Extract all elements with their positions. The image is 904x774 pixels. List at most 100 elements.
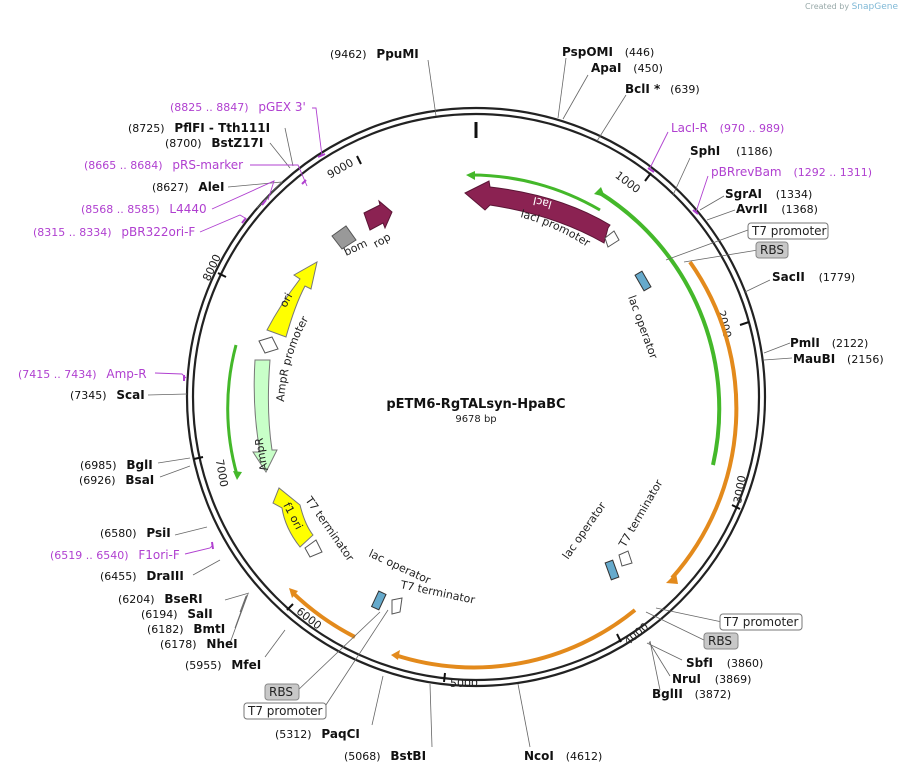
enzyme-bsai[interactable]: (6926) BsaI	[79, 473, 154, 487]
primer-pbr322ori-f[interactable]: (8315 .. 8334) pBR322ori-F	[33, 225, 195, 239]
enzyme-bseri[interactable]: (6204) BseRI	[118, 592, 203, 606]
feature-boxes: T7 promoter RBS T7 promoter RBS RBS T7 p…	[243, 222, 829, 720]
primer-prs-marker[interactable]: (8665 .. 8684) pRS-marker	[84, 158, 243, 172]
box-t7-promoter-3[interactable]	[243, 702, 327, 720]
feature-f1-ori[interactable]	[272, 487, 314, 548]
enzyme-alei[interactable]: (8627) AleI	[152, 180, 224, 194]
enzyme-sgrai[interactable]: SgrAI (1334)	[725, 187, 812, 201]
enzyme-ncoi[interactable]: NcoI (4612)	[524, 749, 602, 763]
box-t7-promoter-1[interactable]	[747, 222, 829, 240]
arc-green-2-head	[466, 171, 475, 180]
enzyme-sphi[interactable]: SphI (1186)	[690, 144, 773, 158]
arc-green-2	[469, 173, 601, 212]
enzyme-maubi[interactable]: MauBI (2156)	[793, 352, 884, 366]
tick-label-8000: 8000	[200, 252, 224, 283]
primer-pbrrevbam[interactable]: pBRrevBam (1292 .. 1311)	[711, 165, 872, 179]
feature-lac-operator-1-label: lac operator	[625, 294, 660, 362]
feature-lac-operator-3-label: lac operator	[367, 547, 433, 587]
enzyme-bstbi[interactable]: (5068) BstBI	[344, 749, 426, 763]
feature-t7-terminator-1[interactable]	[304, 539, 323, 558]
arc-green-1-head	[594, 187, 605, 197]
primer-labels: (8825 .. 8847) pGEX 3' (8665 .. 8684) pR…	[18, 100, 872, 562]
feature-lac-operator-3[interactable]	[370, 590, 387, 611]
enzyme-paqci[interactable]: (5312) PaqCI	[275, 727, 360, 741]
enzyme-nrui[interactable]: NruI (3869)	[672, 672, 751, 686]
primer-leaders	[154, 107, 709, 555]
feature-lac-operator-2[interactable]	[604, 559, 620, 581]
primer-pgex3[interactable]: (8825 .. 8847) pGEX 3'	[170, 100, 306, 114]
tick-label-9000: 9000	[325, 156, 356, 181]
credit-brand: SnapGene	[851, 2, 898, 12]
tick-label-4000: 4000	[622, 620, 652, 648]
primer-l4440[interactable]: (8568 .. 8585) L4440	[81, 202, 207, 216]
feature-t7-terminator-2-label: T7 terminator	[398, 578, 476, 607]
box-t7-promoter-2-label: T7 promoter	[723, 615, 799, 629]
enzyme-nhei[interactable]: (6178) NheI	[160, 637, 238, 651]
feature-lac-operator-1[interactable]	[634, 270, 652, 292]
tick-label-1000: 1000	[613, 169, 643, 196]
enzyme-draiii[interactable]: (6455) DraIII	[100, 569, 184, 583]
box-rbs-2[interactable]	[703, 632, 739, 650]
credit-prefix: Created by	[805, 2, 850, 11]
enzyme-leaders	[147, 57, 793, 748]
plasmid-size: 9678 bp	[455, 414, 496, 425]
tick-label-5000: 5000	[450, 677, 478, 690]
enzyme-bmti[interactable]: (6182) BmtI	[147, 622, 225, 636]
enzyme-labels: (9462) PpuMI PspOMI (446) ApaI (450) Bcl…	[70, 45, 884, 763]
enzyme-ppumi[interactable]: (9462) PpuMI	[330, 47, 419, 61]
feature-t7-terminator-3[interactable]	[618, 550, 633, 567]
primer-amp-r[interactable]: (7415 .. 7434) Amp-R	[18, 367, 147, 381]
primer-laci-r[interactable]: LacI-R (970 .. 989)	[671, 121, 784, 135]
arc-orange-2	[394, 608, 637, 670]
tick-label-3000: 3000	[731, 474, 749, 504]
feature-lac-operator-2-label: lac operator	[560, 499, 609, 561]
backbone-inner	[191, 112, 761, 682]
enzyme-avrii[interactable]: AvrII (1368)	[736, 202, 818, 216]
box-rbs-1[interactable]	[755, 241, 789, 259]
enzyme-pmli[interactable]: PmlI (2122)	[790, 336, 868, 350]
feature-ampr-label: AmpR	[253, 437, 271, 472]
feature-t7-terminator-3-label: T7 terminator	[616, 477, 666, 550]
enzyme-psii[interactable]: (6580) PsiI	[100, 526, 171, 540]
box-rbs-1-label: RBS	[760, 243, 784, 257]
enzyme-apai[interactable]: ApaI (450)	[591, 61, 663, 75]
feature-ampr-promoter[interactable]	[258, 336, 279, 354]
feature-ampr[interactable]	[252, 359, 278, 474]
feature-ori[interactable]	[266, 261, 318, 338]
feature-rop-label: rop	[371, 230, 393, 250]
enzyme-pspomi[interactable]: PspOMI (446)	[562, 45, 654, 59]
backbone-outer	[185, 106, 767, 688]
enzyme-bstz17i[interactable]: (8700) BstZ17I	[165, 136, 263, 150]
tick-marks	[193, 155, 750, 683]
enzyme-pflfi-tth111i[interactable]: (8725) PflFI - Tth111I	[128, 121, 270, 135]
enzyme-scai[interactable]: (7345) ScaI	[70, 388, 145, 402]
arc-orange-3	[290, 590, 356, 639]
enzyme-sbfi[interactable]: SbfI (3860)	[686, 656, 763, 670]
arc-orange-1	[670, 260, 739, 580]
enzyme-bgli[interactable]: (6985) BglI	[80, 458, 153, 472]
box-rbs-3-label: RBS	[269, 685, 293, 699]
primer-f1ori-f[interactable]: (6519 .. 6540) F1ori-F	[50, 548, 180, 562]
box-rbs-3[interactable]	[264, 683, 300, 701]
box-t7-promoter-2[interactable]	[719, 613, 803, 631]
enzyme-bcli[interactable]: BclI * (639)	[625, 82, 700, 96]
arc-orange-2-head	[391, 650, 400, 660]
box-rbs-2-label: RBS	[708, 634, 732, 648]
feature-rop[interactable]	[363, 199, 393, 231]
tick-label-7000: 7000	[213, 458, 231, 488]
feature-laci-promoter[interactable]	[604, 230, 620, 248]
enzyme-mfei[interactable]: (5955) MfeI	[185, 658, 261, 672]
feature-laci[interactable]	[464, 180, 611, 244]
enzyme-sacii[interactable]: SacII (1779)	[772, 270, 855, 284]
feature-t7-terminator-2[interactable]	[391, 597, 403, 615]
arc-green-3-head	[233, 471, 242, 480]
arc-green-1	[598, 191, 722, 466]
box-t7-promoter-3-label: T7 promoter	[247, 704, 323, 718]
feature-ori-label: ori	[277, 291, 295, 310]
arc-orange-1-head	[666, 573, 678, 584]
enzyme-bglii[interactable]: BglII (3872)	[652, 687, 731, 701]
feature-laci-label: lacI	[532, 194, 553, 211]
feature-bom[interactable]	[331, 225, 357, 250]
enzyme-sali[interactable]: (6194) SalI	[141, 607, 213, 621]
